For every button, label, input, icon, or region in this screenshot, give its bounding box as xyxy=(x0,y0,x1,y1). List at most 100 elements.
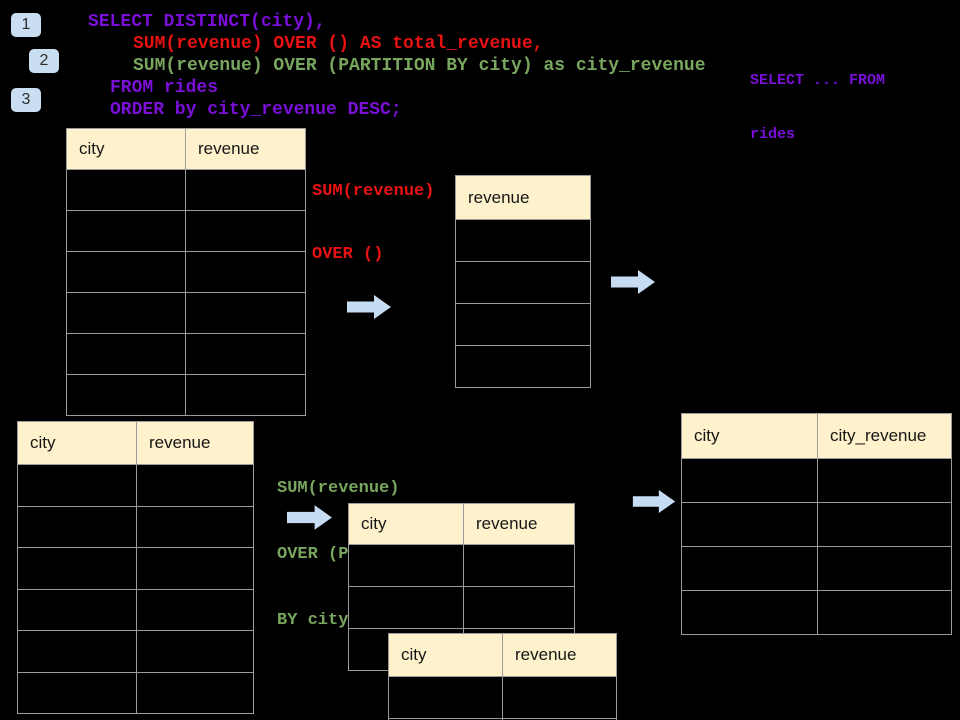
annotation-line: BY city) xyxy=(277,611,359,630)
table-row xyxy=(67,210,305,251)
side-note-line-1: SELECT ... FROM xyxy=(750,72,886,89)
table-header-row: city revenue xyxy=(389,634,616,676)
column-header: city xyxy=(682,414,818,458)
table-cell xyxy=(464,545,574,586)
table-row xyxy=(67,251,305,292)
table-partition-second: city revenue xyxy=(388,633,617,720)
column-header: revenue xyxy=(515,645,577,664)
column-header: city xyxy=(67,129,186,169)
table-cell xyxy=(137,673,253,714)
table-cell xyxy=(682,547,818,590)
table-cell xyxy=(186,375,305,415)
annotation-total-revenue: SUM(revenue) OVER () xyxy=(312,139,434,307)
table-source-top: city revenue xyxy=(66,128,306,416)
annotation-line: OVER () xyxy=(312,245,384,264)
table-total-revenue: revenue xyxy=(455,175,591,388)
step-badge-2: 2 xyxy=(29,49,59,73)
sql-line-total: SUM(revenue) OVER () AS total_revenue, xyxy=(133,34,544,54)
table-row xyxy=(682,590,951,634)
table-row xyxy=(456,303,590,345)
table-header-row: city revenue xyxy=(67,129,305,169)
column-header: revenue xyxy=(149,433,211,452)
table-cell xyxy=(464,587,574,628)
table-cell xyxy=(67,293,186,333)
table-row xyxy=(18,630,253,672)
table-row xyxy=(682,546,951,590)
table-header-row: city revenue xyxy=(18,422,253,464)
column-header: revenue xyxy=(468,187,530,207)
table-cell xyxy=(186,293,305,333)
table-cell xyxy=(349,545,464,586)
sql-line-order: ORDER by city_revenue DESC; xyxy=(110,100,402,120)
table-cell xyxy=(186,252,305,292)
table-row xyxy=(456,261,590,303)
step-badge-3: 3 xyxy=(11,88,41,112)
table-body xyxy=(389,676,616,720)
table-cell xyxy=(503,677,616,718)
table-cell xyxy=(18,589,137,630)
table-row xyxy=(18,505,253,547)
annotation-line: SUM(revenue) xyxy=(312,182,435,201)
table-row xyxy=(67,333,305,374)
flow-arrow-right-icon xyxy=(287,505,332,530)
table-cell xyxy=(818,591,951,634)
table-row xyxy=(67,374,305,415)
table-cell xyxy=(456,304,590,345)
column-header: city_revenue xyxy=(830,426,927,445)
table-cell xyxy=(67,334,186,374)
table-row xyxy=(349,544,574,586)
table-cell xyxy=(67,252,186,292)
table-row xyxy=(349,586,574,628)
table-body xyxy=(456,219,590,387)
step-badge-1: 1 xyxy=(11,13,41,37)
table-row xyxy=(456,219,590,261)
flow-arrow-right-icon xyxy=(611,270,655,294)
table-cell xyxy=(818,459,951,502)
column-header: city xyxy=(18,422,137,464)
table-cell xyxy=(349,587,464,628)
table-cell xyxy=(818,547,951,590)
table-cell xyxy=(682,459,818,502)
flow-arrow-right-icon xyxy=(347,295,391,319)
column-header: city xyxy=(349,504,464,544)
table-row xyxy=(18,588,253,631)
table-cell xyxy=(137,548,253,589)
table-cell xyxy=(18,548,137,589)
table-cell xyxy=(456,220,590,261)
table-cell xyxy=(682,591,818,634)
column-header: city xyxy=(389,634,503,676)
table-row xyxy=(682,458,951,502)
side-note-line-2: rides xyxy=(750,126,796,143)
table-row xyxy=(389,676,616,718)
table-cell xyxy=(67,375,186,415)
column-header: revenue xyxy=(476,514,538,533)
table-cell xyxy=(818,503,951,546)
table-result: city city_revenue xyxy=(681,413,952,635)
table-body xyxy=(67,169,305,415)
table-row xyxy=(67,292,305,333)
table-body xyxy=(18,464,253,713)
table-cell xyxy=(186,170,305,210)
table-header-row: city city_revenue xyxy=(682,414,951,458)
table-cell xyxy=(18,631,137,672)
table-header-row: city revenue xyxy=(349,504,574,544)
table-cell xyxy=(456,262,590,303)
table-header-row: revenue xyxy=(456,176,590,219)
table-cell xyxy=(137,465,253,506)
table-row xyxy=(682,502,951,546)
column-header: revenue xyxy=(198,139,260,158)
table-cell xyxy=(18,465,137,506)
table-cell xyxy=(137,631,253,672)
table-cell xyxy=(186,334,305,374)
annotation-line: SUM(revenue) xyxy=(277,479,400,498)
table-source-bottom: city revenue xyxy=(17,421,254,714)
table-row xyxy=(18,464,253,506)
table-cell xyxy=(186,211,305,251)
table-cell xyxy=(137,590,253,631)
sql-line-partition: SUM(revenue) OVER (PARTITION BY city) as… xyxy=(133,56,706,76)
table-row xyxy=(67,169,305,210)
table-cell xyxy=(389,677,503,718)
table-cell xyxy=(456,346,590,387)
table-row xyxy=(18,671,253,714)
